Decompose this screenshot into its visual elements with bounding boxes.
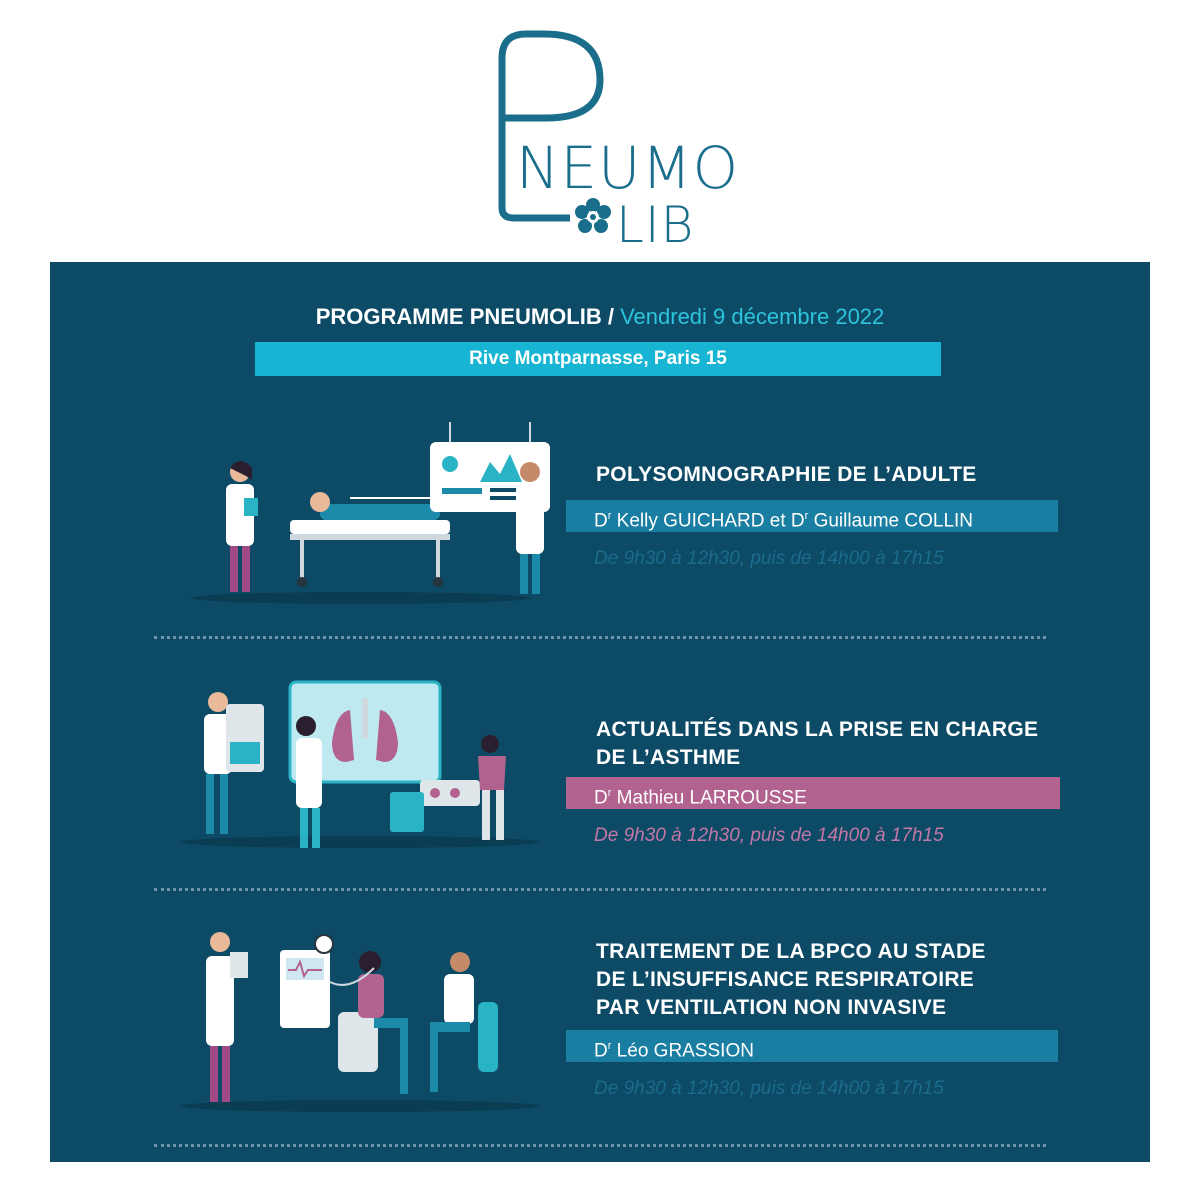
logo-p-shape — [498, 30, 604, 222]
session-title-line: TRAITEMENT DE LA BPCO AU STADE — [596, 940, 986, 963]
speaker-bar: Dr Kelly GUICHARD et Dr Guillaume COLLIN — [566, 500, 1058, 532]
speaker-name: Léo GRASSION — [611, 1040, 754, 1062]
speaker-sup: r — [607, 787, 612, 799]
session-polysomnographie: POLYSOMNOGRAPHIE DE L’ADULTE Dr Kelly GU… — [50, 402, 1150, 632]
speaker-prefix: D — [790, 510, 805, 532]
asthma-illustration — [180, 680, 540, 848]
speaker-bar: Dr Mathieu LARROUSSE — [566, 777, 1060, 809]
location-bar: Rive Montparnasse, Paris 15 — [255, 342, 941, 376]
program-panel: PROGRAMME PNEUMOLIB / Vendredi 9 décembr… — [50, 262, 1150, 1162]
session-title-line: ACTUALITÉS DANS LA PRISE EN CHARGE — [596, 718, 1039, 741]
speaker-sup: r — [607, 510, 612, 522]
speaker-name: Kelly GUICHARD et — [611, 510, 791, 532]
dotted-divider — [154, 888, 1046, 891]
flower-lung-icon — [575, 198, 611, 233]
speaker-prefix: D — [594, 510, 608, 532]
program-date: Vendredi 9 décembre 2022 — [620, 304, 885, 329]
dotted-divider — [154, 636, 1046, 639]
dotted-divider — [154, 1144, 1046, 1147]
session-schedule: De 9h30 à 12h30, puis de 14h00 à 17h15 — [594, 548, 944, 569]
session-schedule: De 9h30 à 12h30, puis de 14h00 à 17h15 — [594, 1078, 944, 1099]
session-title: TRAITEMENT DE LA BPCO AU STADE DE L’INSU… — [596, 938, 986, 1022]
session-title: ACTUALITÉS DANS LA PRISE EN CHARGE DE L’… — [596, 716, 1038, 772]
session-schedule: De 9h30 à 12h30, puis de 14h00 à 17h15 — [594, 825, 944, 846]
session-asthme: ACTUALITÉS DANS LA PRISE EN CHARGE DE L’… — [50, 672, 1150, 902]
session-title-line: PAR VENTILATION NON INVASIVE — [596, 996, 947, 1019]
speaker-name: Guillaume COLLIN — [808, 510, 974, 532]
speaker-name: Mathieu LARROUSSE — [611, 787, 807, 809]
ventilation-illustration — [180, 932, 540, 1112]
speaker-bar: Dr Léo GRASSION — [566, 1030, 1058, 1062]
session-title-line: DE L’ASTHME — [596, 746, 741, 769]
logo-neumo-text: NEUMO — [516, 134, 740, 202]
speaker-prefix: D — [594, 1040, 608, 1062]
speaker-prefix: D — [594, 787, 608, 809]
sleep-study-illustration — [190, 422, 550, 604]
session-title: POLYSOMNOGRAPHIE DE L’ADULTE — [596, 463, 977, 486]
speaker-sup: r — [607, 1040, 612, 1052]
session-title-line: DE L’INSUFFISANCE RESPIRATOIRE — [596, 968, 975, 991]
speaker-sup: r — [804, 510, 809, 522]
program-label: PROGRAMME PNEUMOLIB / — [315, 304, 614, 329]
program-title: PROGRAMME PNEUMOLIB / Vendredi 9 décembr… — [50, 304, 1150, 330]
logo-lib-text: LIB — [616, 196, 695, 254]
session-bpco: TRAITEMENT DE LA BPCO AU STADE DE L’INSU… — [50, 922, 1150, 1162]
pneumolib-logo: NEUMO LIB — [440, 18, 760, 254]
